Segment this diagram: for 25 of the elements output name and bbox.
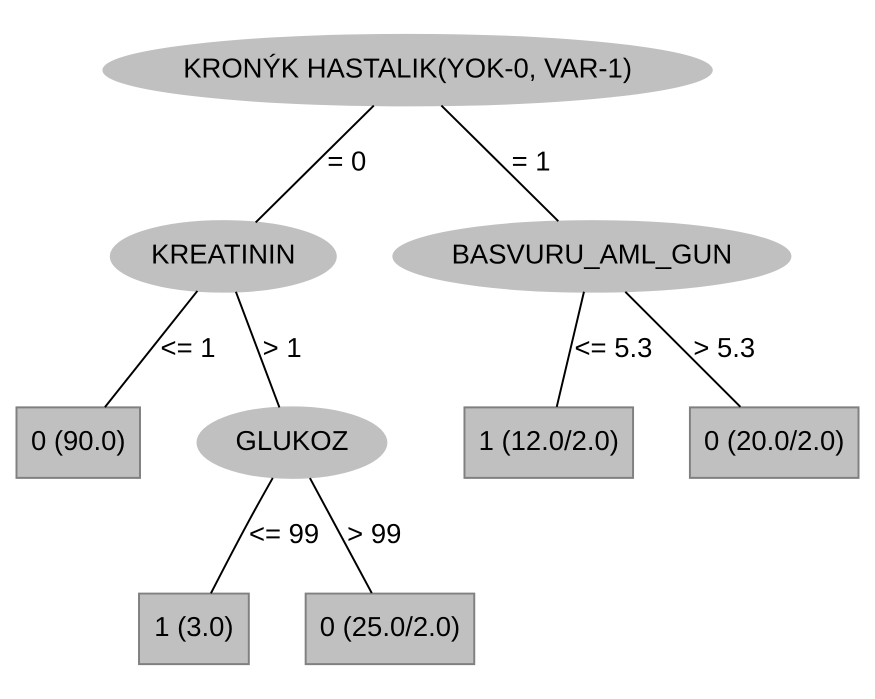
edge-label: <= 5.3 <box>574 332 652 363</box>
node-box: 1 (12.0/2.0) <box>463 406 634 479</box>
node-box: 0 (90.0) <box>16 406 141 479</box>
node-ellipse: KRONÝK HASTALIK(YOK-0, VAR-1) <box>102 34 713 106</box>
edge-label: > 99 <box>347 518 402 549</box>
connector <box>234 291 280 408</box>
connector <box>104 290 198 408</box>
node-ellipse: BASVURU_AML_GUN <box>392 220 792 293</box>
node-box: 1 (3.0) <box>138 592 250 666</box>
edge-label: = 1 <box>512 146 551 177</box>
connector <box>309 478 373 594</box>
connector <box>624 291 742 408</box>
edge-label: <= 1 <box>160 332 216 363</box>
node-ellipse: GLUKOZ <box>196 406 388 479</box>
connector <box>210 477 274 594</box>
connector <box>556 292 585 408</box>
edge-label: = 0 <box>327 146 366 177</box>
connector <box>254 104 374 224</box>
node-ellipse: KREATININ <box>110 220 337 293</box>
connector <box>440 104 559 222</box>
edge-label: > 5.3 <box>693 332 756 363</box>
edge-label: <= 99 <box>248 518 320 549</box>
edge-label: > 1 <box>262 332 302 363</box>
node-box: 0 (20.0/2.0) <box>688 406 860 479</box>
node-box: 0 (25.0/2.0) <box>304 592 476 666</box>
